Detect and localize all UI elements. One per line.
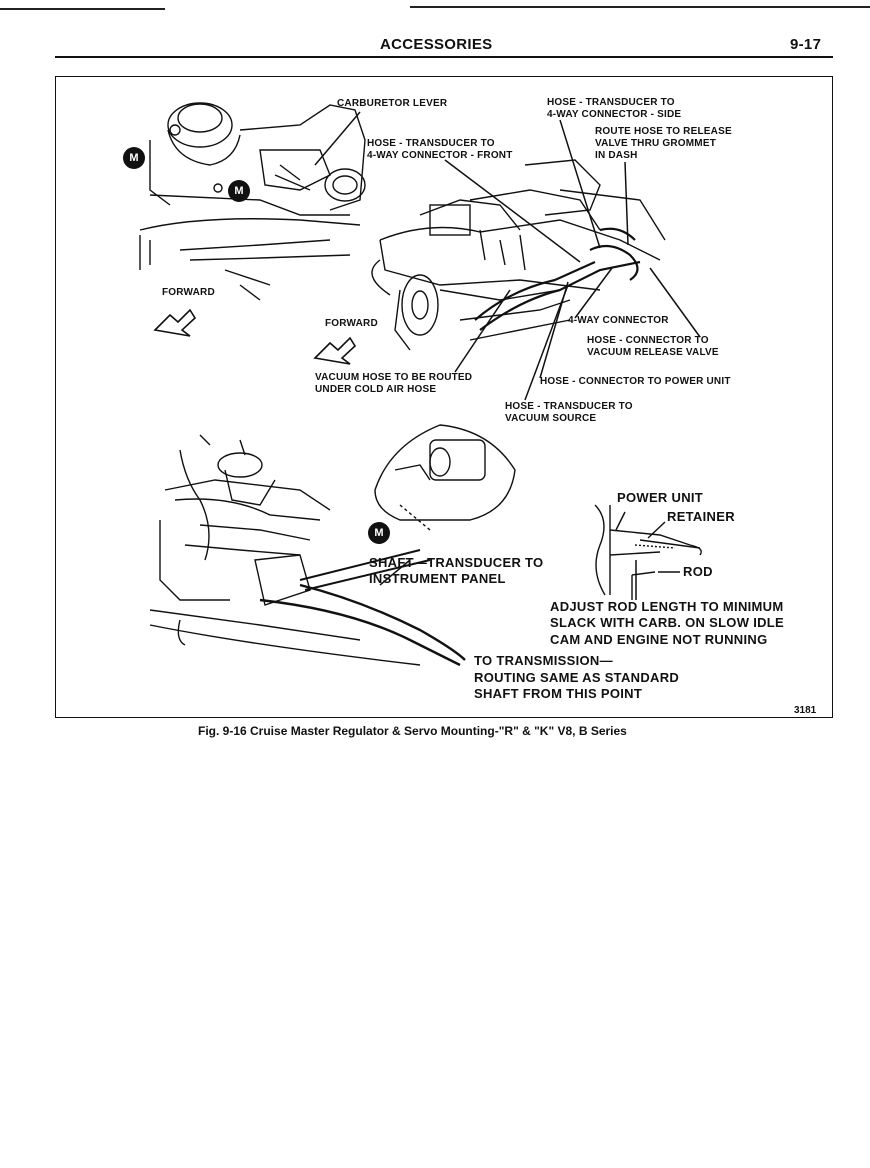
label-route-hose-1: ROUTE HOSE TO RELEASE [595, 126, 732, 137]
header-rule [55, 56, 833, 58]
m-marker-1: M [123, 147, 145, 169]
power-unit-drawing [594, 504, 702, 600]
label-hose-transducer-vacuum-2: VACUUM SOURCE [505, 413, 597, 424]
label-hose-connector-release-2: VACUUM RELEASE VALVE [587, 347, 719, 358]
figure-code: 3181 [794, 705, 817, 716]
label-hose-transducer-front-1: HOSE - TRANSDUCER TO [367, 138, 495, 149]
label-to-transmission-3: SHAFT FROM THIS POINT [474, 686, 643, 701]
label-vacuum-hose-1: VACUUM HOSE TO BE ROUTED [315, 372, 473, 383]
figure-frame [55, 76, 833, 718]
label-route-hose-3: IN DASH [595, 150, 638, 161]
label-vacuum-hose-2: UNDER COLD AIR HOSE [315, 384, 437, 395]
label-rod: ROD [683, 564, 713, 579]
page-number: 9-17 [790, 36, 822, 53]
forward-arrow-left [153, 308, 197, 337]
m-marker-3: M [368, 522, 390, 544]
leader-lines [314, 111, 701, 600]
label-carburetor-lever: CARBURETOR LEVER [337, 98, 448, 109]
label-hose-connector-power: HOSE - CONNECTOR TO POWER UNIT [540, 376, 731, 387]
label-shaft-transducer-2: INSTRUMENT PANEL [369, 571, 506, 586]
top-rule-right [410, 6, 870, 8]
vacuum-hose-drawing [474, 227, 641, 331]
label-adjust-rod-3: CAM AND ENGINE NOT RUNNING [550, 632, 768, 647]
label-to-transmission-2: ROUTING SAME AS STANDARD [474, 670, 680, 685]
label-four-way-connector: 4-WAY CONNECTOR [568, 315, 669, 326]
label-hose-transducer-vacuum-1: HOSE - TRANSDUCER TO [505, 401, 633, 412]
label-adjust-rod-2: SLACK WITH CARB. ON SLOW IDLE [550, 615, 785, 630]
label-adjust-rod-1: ADJUST ROD LENGTH TO MINIMUM [550, 599, 784, 614]
label-route-hose-2: VALVE THRU GROMMET [595, 138, 717, 149]
carburetor-assembly-drawing [139, 102, 366, 301]
label-forward-center: FORWARD [325, 318, 378, 329]
label-retainer: RETAINER [667, 509, 735, 524]
label-hose-connector-release-1: HOSE - CONNECTOR TO [587, 335, 709, 346]
label-hose-transducer-front-2: 4-WAY CONNECTOR - FRONT [367, 150, 513, 161]
transducer-inset-drawing [374, 424, 516, 531]
label-hose-transducer-side-2: 4-WAY CONNECTOR - SIDE [547, 109, 682, 120]
label-hose-transducer-side-1: HOSE - TRANSDUCER TO [547, 97, 675, 108]
top-rule-left [0, 8, 165, 10]
label-power-unit: POWER UNIT [617, 490, 704, 505]
m-marker-2: M [228, 180, 250, 202]
transducer-mount-drawing [149, 434, 466, 667]
figure-caption: Fig. 9-16 Cruise Master Regulator & Serv… [198, 724, 627, 738]
label-forward-left: FORWARD [162, 287, 215, 298]
forward-arrow-center [313, 336, 357, 365]
v8-engine-drawing [371, 159, 666, 351]
label-to-transmission-1: TO TRANSMISSION— [474, 653, 613, 668]
section-title: ACCESSORIES [380, 36, 493, 53]
label-shaft-transducer-1: SHAFT—TRANSDUCER TO [369, 555, 544, 570]
